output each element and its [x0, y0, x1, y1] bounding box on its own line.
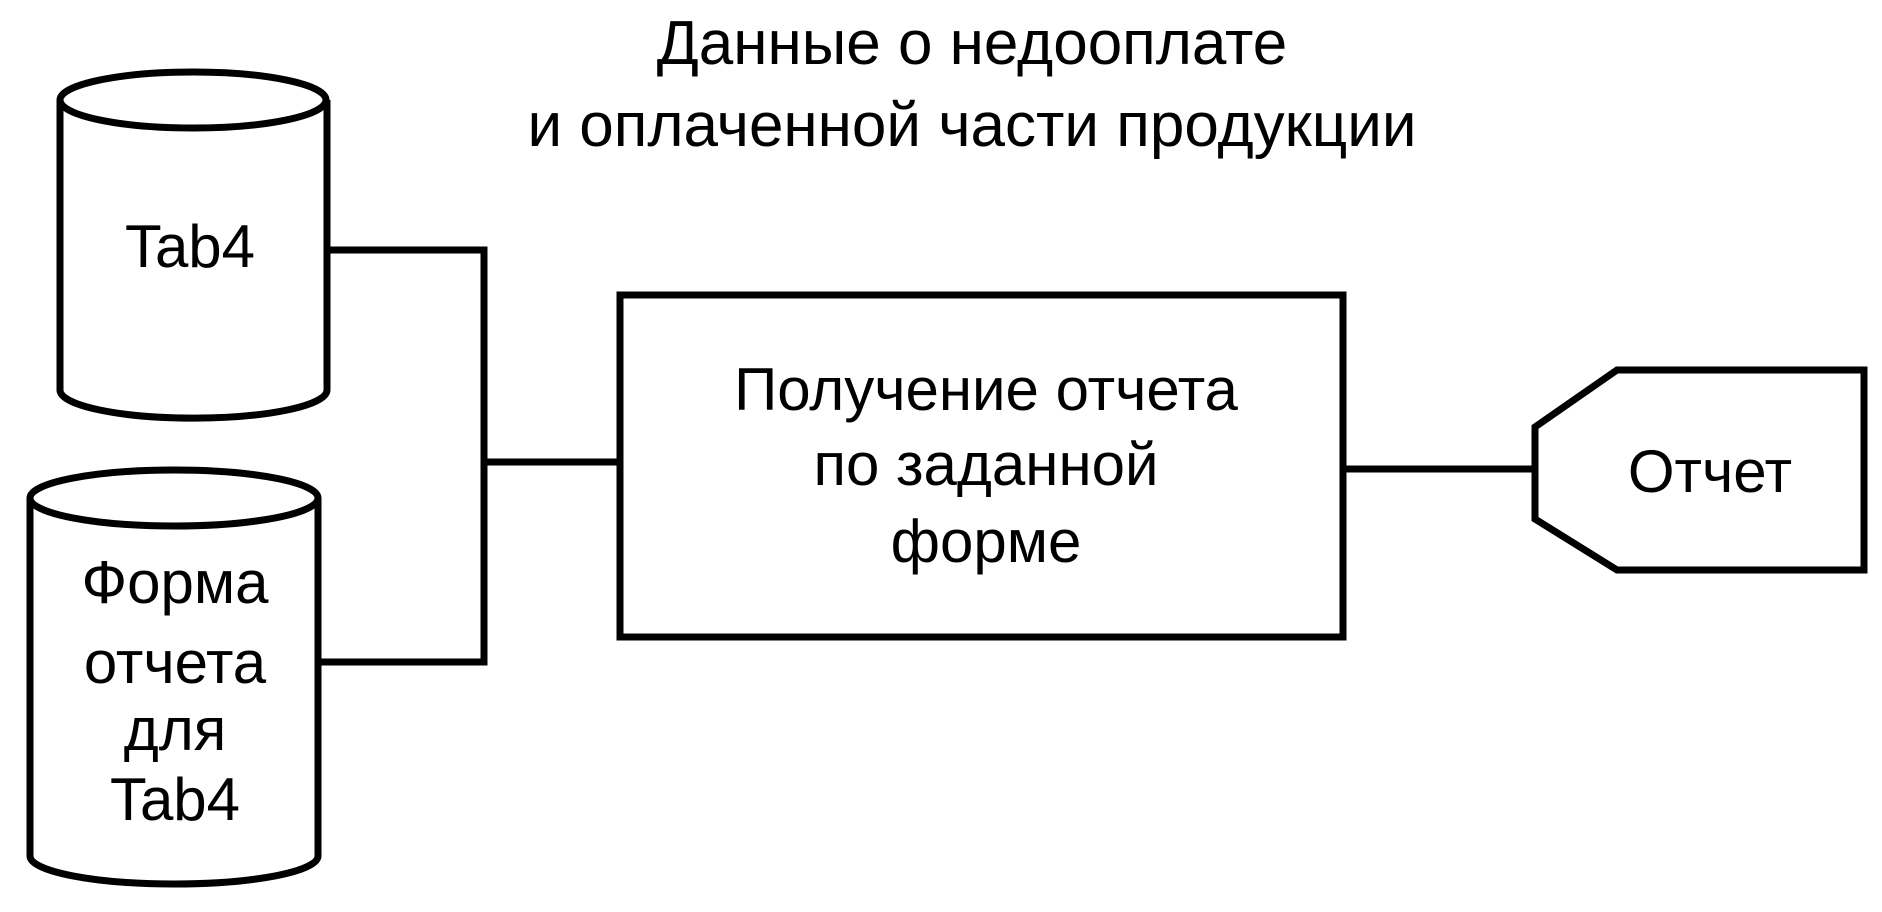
- report-display-label: Отчет: [1628, 438, 1792, 505]
- diagram-title-line-1: Данные о недооплате: [657, 9, 1287, 78]
- database-report-form: Форма отчета для Tab4: [26, 466, 322, 888]
- process-label-line-2: по заданной: [814, 431, 1159, 498]
- database-tab4-label: Tab4: [125, 213, 255, 280]
- process-box: Получение отчета по заданной форме: [616, 291, 1347, 641]
- database-report-form-line-1: Форма: [82, 549, 270, 616]
- process-label-line-3: форме: [891, 508, 1082, 575]
- diagram-title-line-2: и оплаченной части продукции: [527, 91, 1416, 160]
- report-display: Отчет: [1531, 366, 1868, 574]
- connector-tab4-to-bus: [318, 246, 488, 666]
- process-label-line-1: Получение отчета: [734, 356, 1238, 423]
- database-report-form-line-3: для: [124, 696, 227, 763]
- connectors: [318, 246, 1535, 666]
- database-report-form-line-2: отчета: [84, 629, 267, 696]
- database-tab4: Tab4: [56, 68, 331, 422]
- database-report-form-line-4: Tab4: [110, 766, 240, 833]
